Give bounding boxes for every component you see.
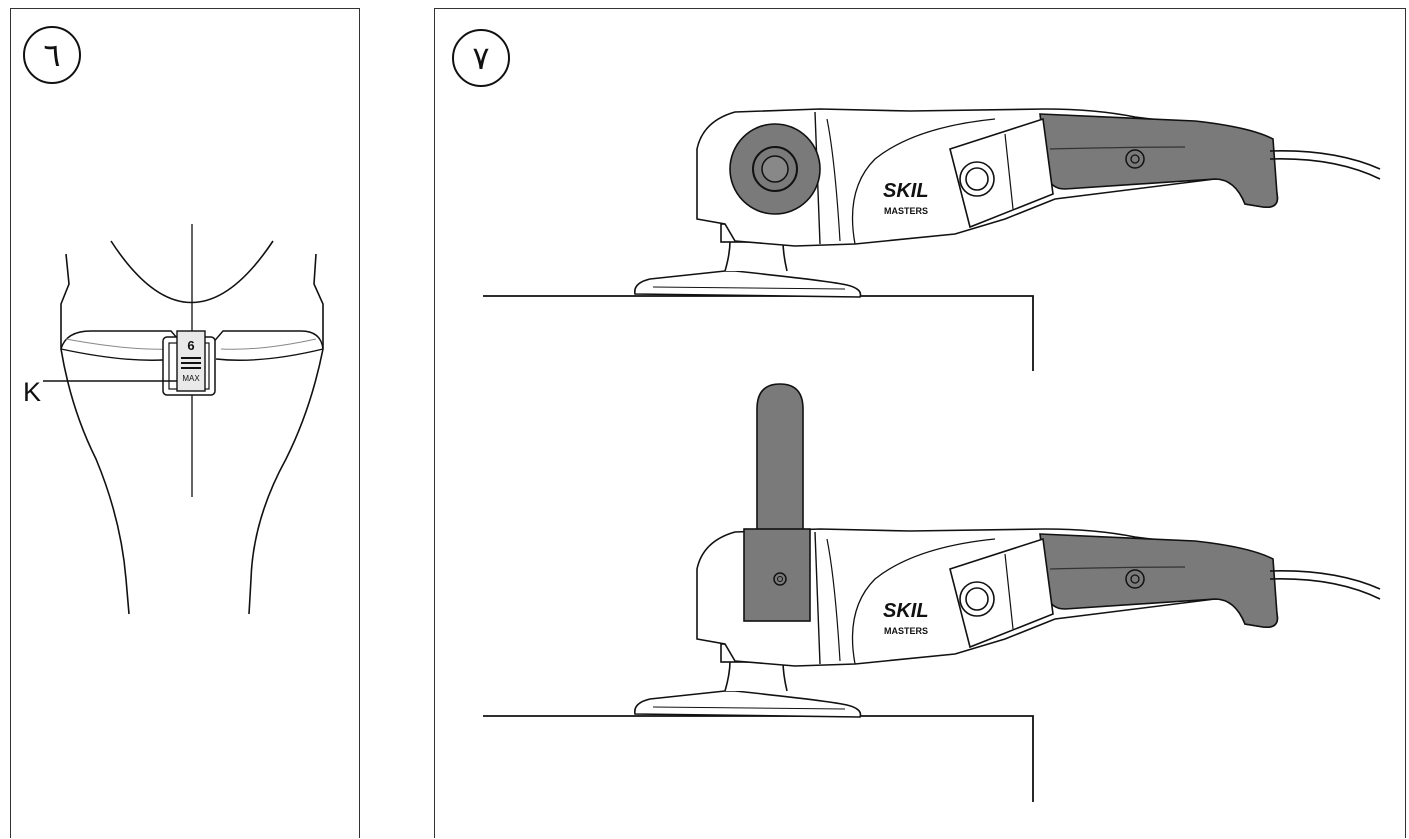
brand-line-bottom: MASTERS	[884, 626, 928, 636]
brand-logo-bottom: SKIL	[883, 600, 929, 622]
figure-7-panel: ٧	[434, 8, 1406, 838]
figure-number-7: ٧	[452, 29, 510, 87]
figure-6-panel: ٦ 6 MAX	[10, 8, 360, 838]
polisher-illustrations: SKIL MASTERS	[483, 108, 1381, 802]
grip-illustration: 6 MAX	[43, 224, 324, 615]
gauge-number: 6	[187, 338, 194, 353]
polisher-bottom: SKIL MASTERS	[483, 383, 1381, 802]
brand-line-top: MASTERS	[884, 206, 928, 216]
callout-label-k: K	[23, 377, 42, 407]
speed-dial-k[interactable]: 6 MAX	[162, 330, 216, 396]
polisher-top: SKIL MASTERS	[483, 108, 1381, 371]
figure-number-6: ٦	[23, 26, 81, 84]
brand-logo-top: SKIL	[883, 180, 929, 202]
gauge-text: MAX	[182, 374, 200, 383]
